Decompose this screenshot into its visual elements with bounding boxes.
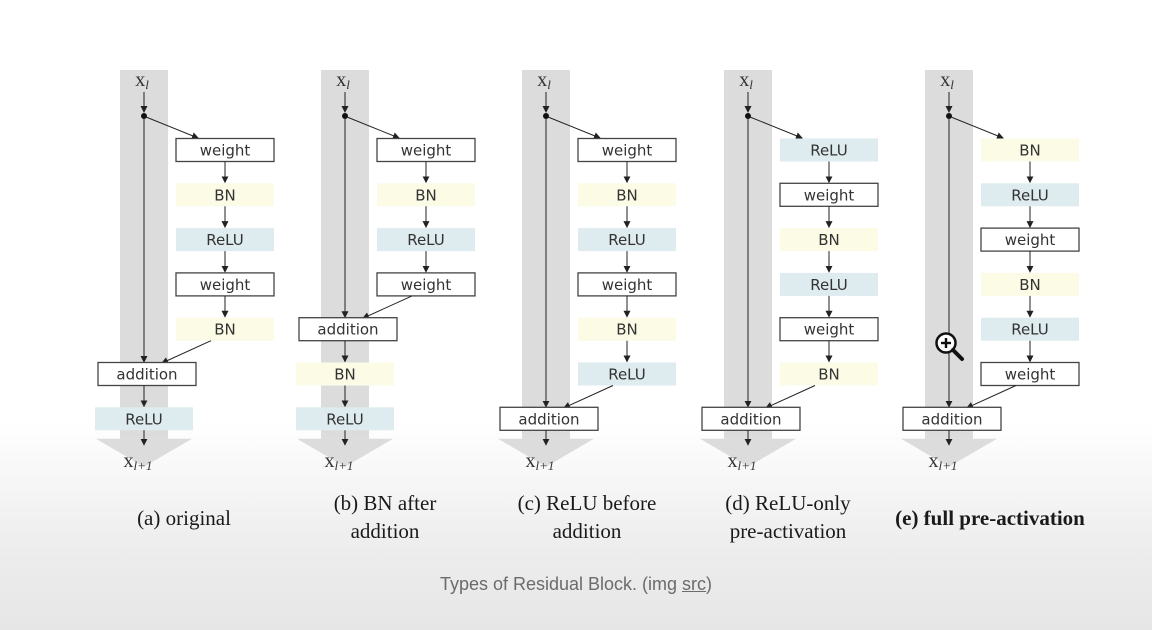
bn-block — [176, 317, 274, 341]
bn-block — [780, 362, 878, 386]
bn-block — [981, 138, 1079, 162]
caption-line: (d) ReLU-only — [725, 491, 851, 515]
weight-label: weight — [1005, 366, 1056, 384]
addition-block — [97, 361, 197, 387]
relu-block — [296, 407, 394, 431]
bn-block — [176, 183, 274, 207]
bn-label: BN — [214, 186, 236, 204]
addition-label: addition — [317, 321, 378, 339]
bn-label: BN — [1019, 142, 1041, 160]
relu-block — [981, 183, 1079, 207]
caption-line: (c) ReLU before — [517, 491, 657, 515]
weight-label: weight — [602, 276, 653, 294]
addition-block — [902, 406, 1002, 431]
bn-label: BN — [334, 366, 356, 384]
weight-label: weight — [401, 276, 452, 294]
relu-block — [780, 272, 878, 296]
subfigure-caption-c: (c) ReLU before addition — [487, 489, 687, 545]
relu-block — [176, 228, 274, 252]
weight-block — [376, 272, 476, 297]
image-source-link[interactable]: src — [682, 574, 707, 594]
bn-label: BN — [1019, 276, 1041, 294]
spine-arrowhead — [297, 438, 393, 467]
relu-block — [578, 228, 676, 252]
bn-block — [578, 183, 676, 207]
image-caption-suffix: ) — [706, 574, 713, 594]
relu-block — [981, 317, 1079, 341]
bn-label: BN — [616, 186, 638, 204]
zoom-in-icon — [935, 332, 964, 361]
caption-line: addition — [552, 519, 622, 543]
subfigure-caption-a: (a) original — [84, 504, 284, 532]
spine-arrowhead — [700, 438, 796, 467]
weight-label: weight — [200, 142, 251, 160]
weight-label: weight — [804, 321, 855, 339]
relu-block — [377, 228, 475, 252]
addition-label: addition — [116, 366, 177, 384]
addition-label: addition — [921, 410, 982, 428]
relu-label: ReLU — [608, 231, 646, 249]
caption-line: (b) BN after — [333, 491, 437, 515]
spine-arrowhead — [901, 438, 997, 467]
bn-label: BN — [214, 321, 236, 339]
weight-label: weight — [401, 142, 452, 160]
spine-arrowhead — [498, 438, 594, 467]
relu-block — [95, 407, 193, 431]
subfigure-caption-b: (b) BN after addition — [285, 489, 485, 545]
relu-label: ReLU — [407, 231, 445, 249]
addition-block — [701, 406, 801, 431]
image-caption-text: Types of Residual Block. (img — [439, 574, 683, 594]
addition-label: addition — [518, 410, 579, 428]
bn-block — [377, 183, 475, 207]
split-point — [745, 113, 751, 119]
subfigure-caption-e: (e) full pre-activation — [870, 504, 1110, 532]
caption-line: (a) original — [137, 506, 231, 530]
relu-label: ReLU — [326, 410, 364, 428]
addition-block — [298, 317, 398, 342]
relu-label: ReLU — [125, 410, 163, 428]
weight-label: weight — [1005, 231, 1056, 249]
weight-label: weight — [602, 142, 653, 160]
caption-line: addition — [350, 519, 420, 543]
bn-label: BN — [616, 321, 638, 339]
bn-label: BN — [818, 231, 840, 249]
subfigure-caption-d: (d) ReLU-only pre-activation — [688, 489, 888, 545]
bn-label: BN — [415, 186, 437, 204]
bn-label: BN — [818, 366, 840, 384]
relu-label: ReLU — [810, 276, 848, 294]
bn-block — [578, 317, 676, 341]
split-point — [342, 113, 348, 119]
relu-label: ReLU — [206, 231, 244, 249]
image-caption: Types of Residual Block. (img src) — [0, 574, 1152, 595]
split-point — [543, 113, 549, 119]
weight-block — [980, 361, 1080, 387]
addition-block — [499, 406, 599, 431]
relu-label: ReLU — [810, 142, 848, 160]
relu-block — [578, 362, 676, 386]
caption-line: (e) full pre-activation — [895, 506, 1085, 530]
weight-label: weight — [200, 276, 251, 294]
spine-arrowhead — [96, 438, 192, 467]
bn-block — [780, 228, 878, 252]
relu-label: ReLU — [1011, 186, 1049, 204]
split-point — [141, 113, 147, 119]
caption-line: pre-activation — [729, 519, 847, 543]
weight-label: weight — [804, 186, 855, 204]
relu-label: ReLU — [608, 366, 646, 384]
bn-block — [981, 272, 1079, 296]
addition-label: addition — [720, 410, 781, 428]
bn-block — [296, 362, 394, 386]
relu-label: ReLU — [1011, 321, 1049, 339]
split-point — [946, 113, 952, 119]
relu-block — [780, 138, 878, 162]
